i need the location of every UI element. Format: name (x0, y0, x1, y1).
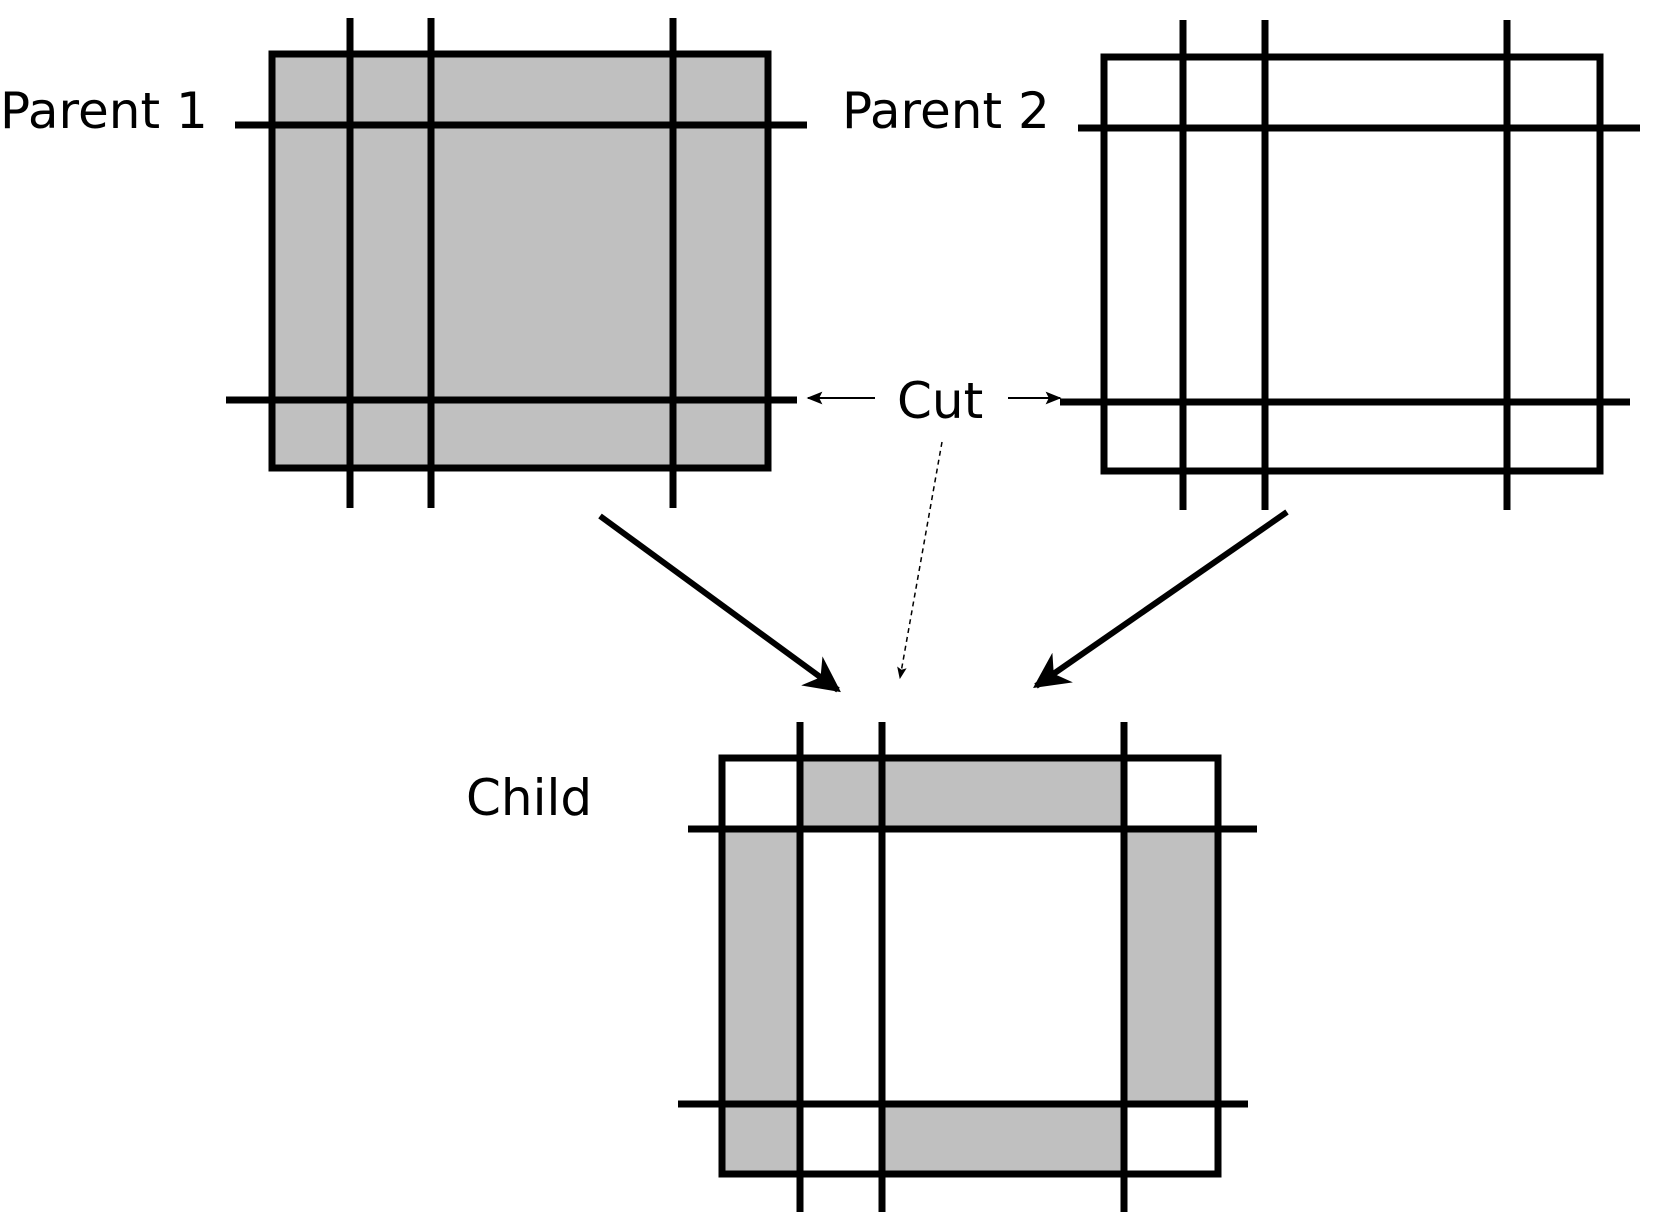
child-segment-top-2 (882, 758, 1124, 829)
child-segment-top-1 (800, 758, 882, 829)
parent1-grid (226, 18, 807, 508)
parent1-frame (268, 50, 772, 472)
cut-label: Cut (897, 372, 983, 430)
child-segment-right (1124, 829, 1218, 1104)
child-segment-bottom-middle (882, 1104, 1124, 1174)
child-frame (718, 754, 1222, 1178)
parent2-grid (1060, 20, 1640, 510)
child-grid (678, 722, 1257, 1212)
child-segment-bottom-left (722, 1104, 800, 1174)
arrow-parent1-to-child (598, 513, 841, 693)
parent2-label: Parent 2 (842, 82, 1050, 140)
cut-arrow-down (897, 441, 943, 680)
parent1-label: Parent 1 (0, 82, 208, 140)
parent1-fill (272, 54, 768, 468)
arrow-parent2-to-child (1033, 509, 1289, 689)
parent2-frame (1100, 53, 1604, 475)
child-segment-left (722, 829, 800, 1104)
child-label: Child (466, 769, 592, 827)
parent2-fill (1104, 57, 1600, 471)
